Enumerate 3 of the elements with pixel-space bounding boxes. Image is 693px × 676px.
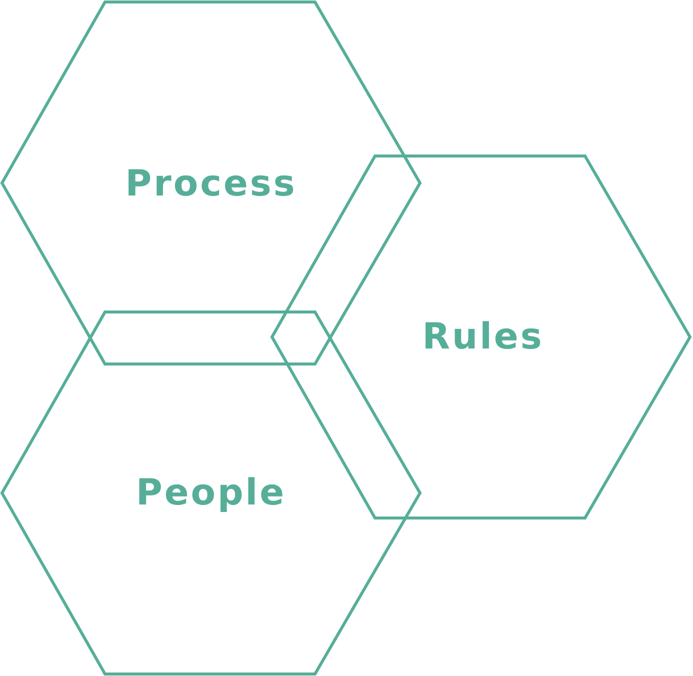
hexagon-label: Process xyxy=(125,164,297,204)
hexagon-label: People xyxy=(136,472,286,514)
hexagon-label: Rules xyxy=(422,316,544,358)
